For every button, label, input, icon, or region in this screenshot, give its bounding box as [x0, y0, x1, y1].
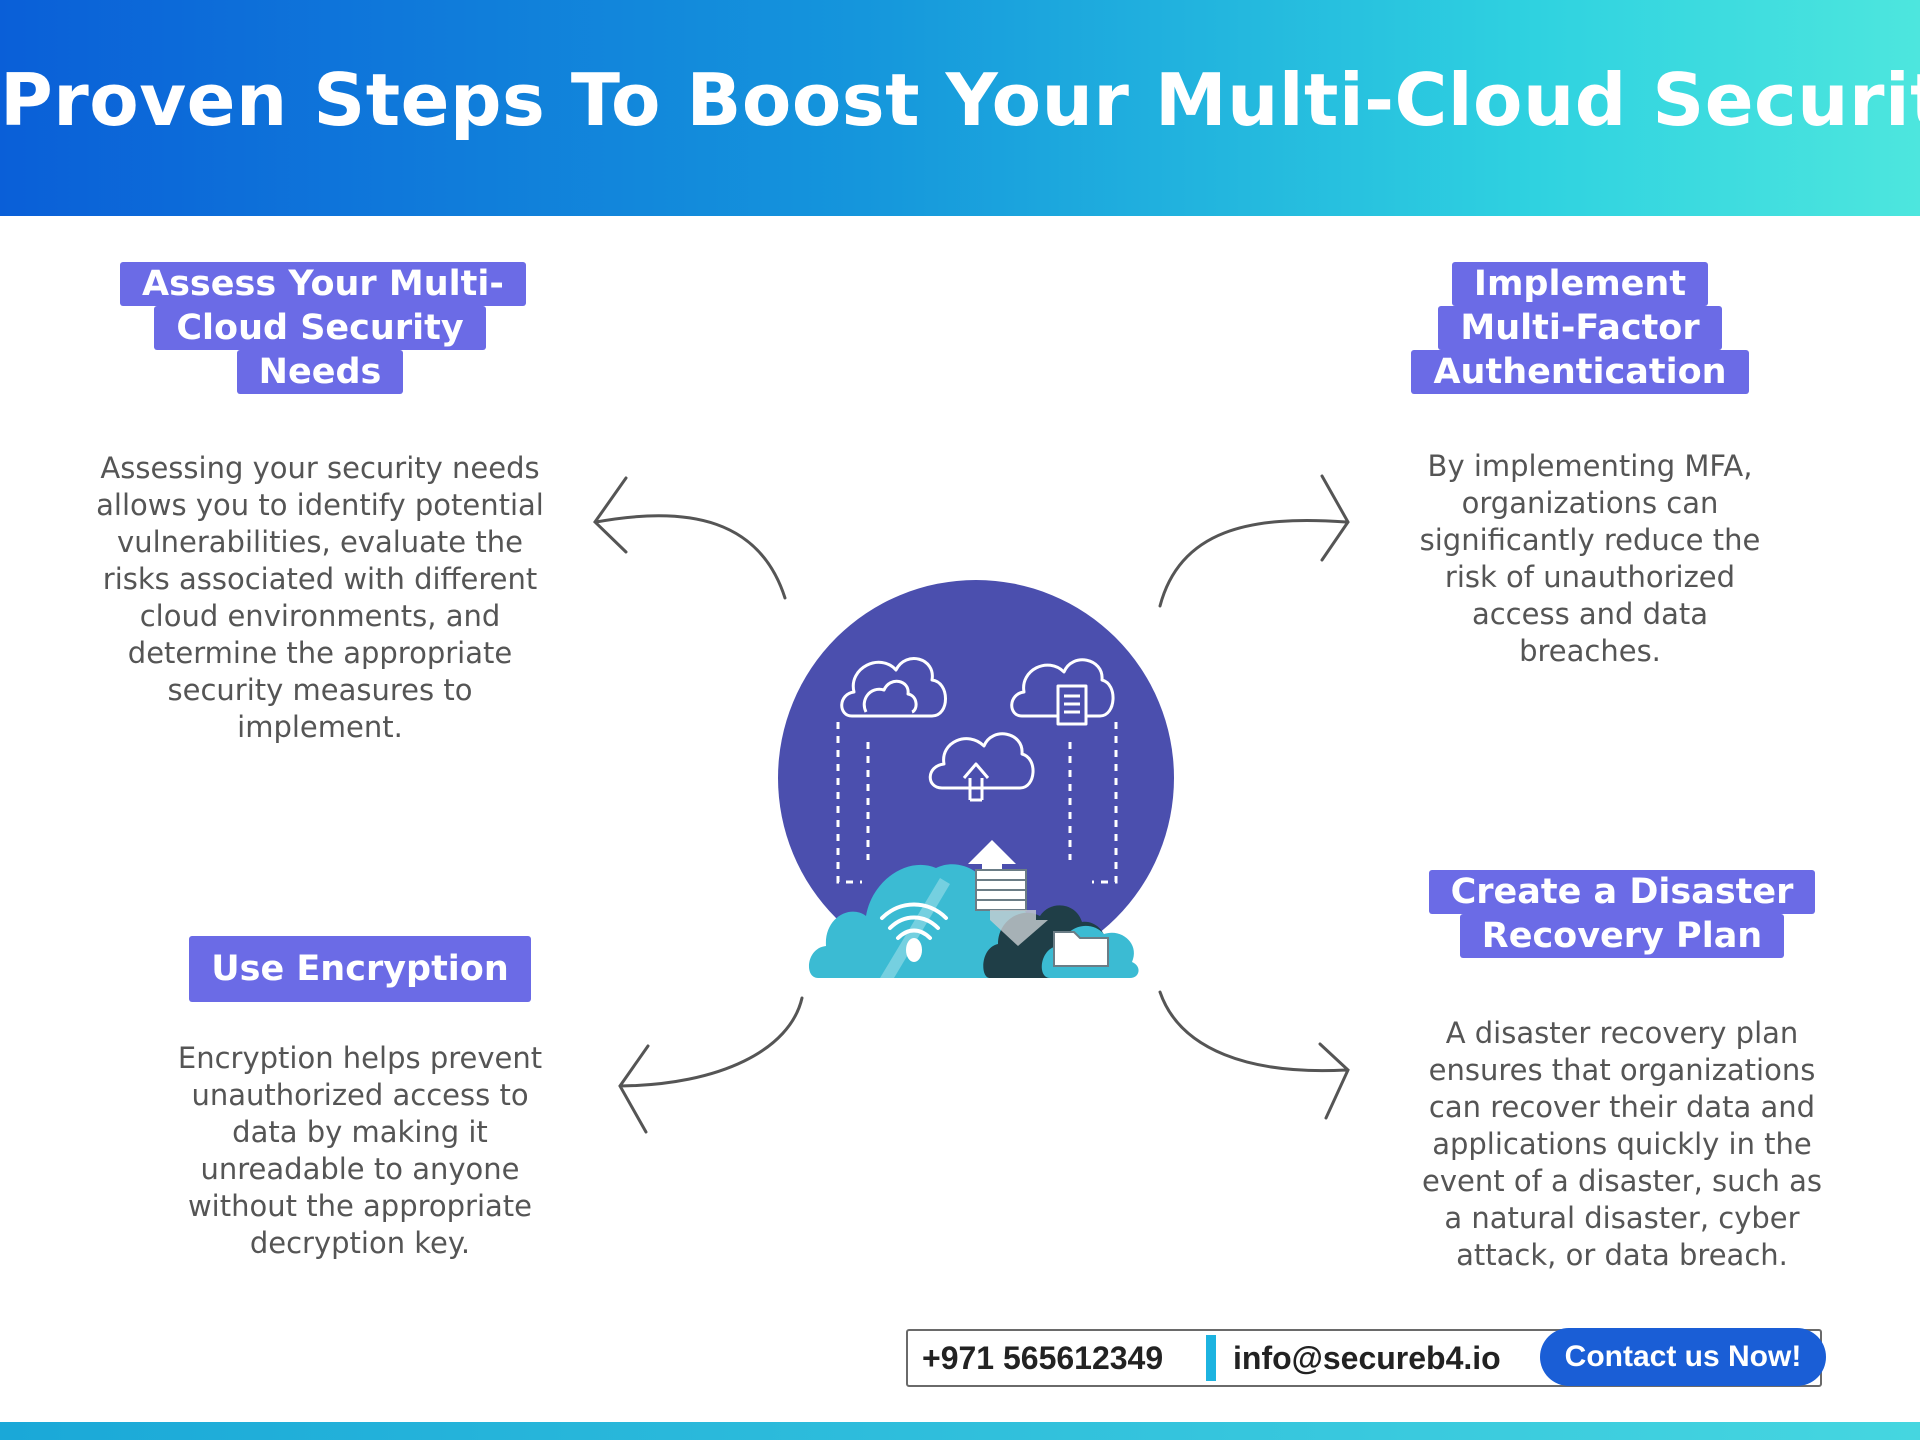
step-title-assess: Assess Your Multi- Cloud Security Needs: [120, 262, 526, 394]
step-desc-line: allows you to identify potential: [96, 488, 544, 522]
cloud-upload-icon: [928, 732, 1035, 790]
arrow-top-right-icon: [1158, 474, 1350, 608]
step-title-line: Recovery Plan: [1459, 914, 1785, 958]
step-title-line: Multi-Factor: [1438, 306, 1722, 350]
page-title: Proven Steps To Boost Your Multi-Cloud S…: [0, 58, 1920, 142]
step-desc-line: risks associated with different: [102, 562, 538, 596]
arrow-top-left-icon: [593, 476, 787, 600]
step-desc-line: event of a disaster, such as: [1422, 1164, 1822, 1198]
contact-bar: +971 565612349 info@secureb4.io Contact …: [906, 1328, 1826, 1387]
step-desc-assess: Assessing your security needs allows you…: [60, 450, 580, 746]
step-desc-line: data by making it: [232, 1115, 488, 1149]
step-title-line: Cloud Security: [154, 306, 486, 350]
step-desc-line: significantly reduce the: [1419, 523, 1761, 557]
step-title-line: Authentication: [1411, 350, 1749, 394]
step-desc-line: implement.: [237, 710, 403, 744]
step-desc-line: determine the appropriate: [127, 636, 513, 670]
step-desc-line: access and data: [1471, 597, 1709, 631]
step-title-line: Needs: [236, 350, 404, 394]
step-desc-line: organizations can: [1461, 486, 1719, 520]
step-desc-line: applications quickly in the: [1432, 1127, 1812, 1161]
step-title-disaster-recovery: Create a Disaster Recovery Plan: [1402, 870, 1842, 958]
step-title-mfa: Implement Multi-Factor Authentication: [1380, 262, 1780, 394]
step-desc-line: cloud environments, and: [139, 599, 501, 633]
footer-bar: [0, 1422, 1920, 1440]
step-title-line: Implement: [1451, 262, 1709, 306]
step-desc-line: A disaster recovery plan: [1445, 1016, 1799, 1050]
wifi-icon: [880, 902, 948, 920]
step-desc-encryption: Encryption helps prevent unauthorized ac…: [100, 1040, 620, 1262]
step-desc-line: decryption key.: [249, 1226, 471, 1260]
step-desc-line: a natural disaster, cyber: [1444, 1201, 1800, 1235]
step-desc-line: breaches.: [1519, 634, 1661, 668]
step-desc-line: vulnerabilities, evaluate the: [117, 525, 523, 559]
step-desc-disaster-recovery: A disaster recovery plan ensures that or…: [1362, 1015, 1882, 1274]
cloud-document-icon: [1010, 658, 1115, 718]
header-banner: Proven Steps To Boost Your Multi-Cloud S…: [0, 0, 1920, 216]
step-desc-line: can recover their data and: [1428, 1090, 1816, 1124]
step-desc-line: unauthorized access to: [191, 1078, 529, 1112]
step-title-line: Create a Disaster: [1428, 870, 1816, 914]
step-desc-line: Assessing your security needs: [100, 451, 540, 485]
step-desc-line: By implementing MFA,: [1427, 449, 1753, 483]
email-address[interactable]: info@secureb4.io: [1233, 1340, 1501, 1376]
step-desc-line: unreadable to anyone: [200, 1152, 520, 1186]
phone-number[interactable]: +971 565612349: [922, 1340, 1164, 1376]
download-arrow-icon: [990, 910, 1048, 946]
step-desc-line: attack, or data breach.: [1456, 1238, 1788, 1272]
contact-divider: [1206, 1335, 1216, 1381]
folder-icon: [1053, 931, 1109, 967]
step-desc-line: ensures that organizations: [1428, 1053, 1816, 1087]
contact-us-button[interactable]: Contact us Now!: [1540, 1328, 1826, 1386]
arrow-bottom-left-icon: [618, 996, 804, 1134]
cloud-outline-icon: [840, 657, 947, 718]
step-desc-line: without the appropriate: [187, 1189, 533, 1223]
step-title-encryption: Use Encryption: [160, 936, 560, 1002]
center-circle: [778, 580, 1174, 976]
step-desc-mfa: By implementing MFA, organizations can s…: [1330, 448, 1850, 670]
step-title-line: Use Encryption: [189, 936, 531, 1002]
step-title-line: Assess Your Multi-: [120, 262, 526, 306]
step-desc-line: risk of unauthorized: [1444, 560, 1736, 594]
upload-arrow-icon: [968, 840, 1016, 874]
step-desc-line: security measures to: [167, 673, 473, 707]
step-desc-line: Encryption helps prevent: [177, 1041, 543, 1075]
arrow-bottom-right-icon: [1158, 990, 1350, 1120]
